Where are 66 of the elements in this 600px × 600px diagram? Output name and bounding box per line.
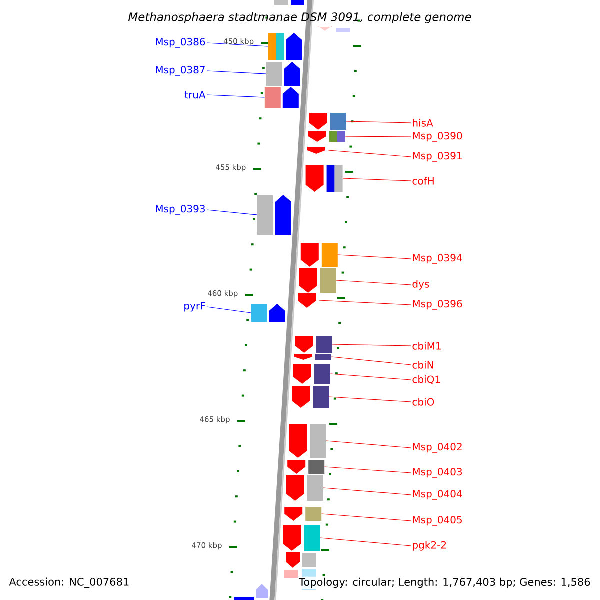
leader-line [330, 374, 412, 380]
leader-line [342, 178, 412, 182]
leader-line [323, 488, 412, 496]
gene-feature [266, 62, 300, 86]
gene-label: cbiO [412, 398, 434, 406]
gene-label: Msp_0403 [413, 468, 462, 478]
leader-line [322, 514, 412, 522]
leader-line [320, 538, 412, 546]
gene-feature [251, 304, 286, 322]
gene-label: Msp_0404 [413, 490, 462, 500]
leader-line [206, 94, 265, 98]
gene-label: pyrF [184, 302, 206, 312]
gene-label: Msp_0402 [413, 443, 462, 453]
leader-line [206, 210, 258, 216]
gene-feature [299, 268, 336, 293]
gene-label: cofH [412, 177, 434, 185]
genome-info-text: Topology: circular; Length: 1,767,403 bp; Genes: 1,586 [298, 576, 592, 590]
leader-line [332, 344, 412, 346]
leader-line [324, 466, 412, 474]
leader-line [206, 42, 268, 47]
gene-label: Msp_0405 [413, 516, 462, 526]
gene-feature [268, 33, 302, 60]
gene-label: Msp_0390 [413, 132, 462, 142]
gene-label: Msp_0391 [413, 152, 462, 162]
gene-feature [308, 147, 326, 154]
gene-feature [300, 243, 338, 267]
leader-line [331, 356, 412, 366]
leader-line [328, 396, 412, 402]
gene-label: cbiQ1 [412, 376, 440, 384]
gene-label: Msp_0387 [156, 66, 205, 76]
gene-label: cbiM1 [412, 342, 441, 350]
gene-label: hisA [413, 119, 434, 127]
gene-label: pgk2-2 [413, 541, 446, 551]
gene-feature [286, 475, 324, 501]
gene-feature [284, 507, 322, 521]
gene-feature [294, 354, 332, 360]
leader-line [338, 254, 412, 260]
gene-label: Msp_0396 [413, 300, 462, 310]
gene-label: Msp_0394 [413, 254, 462, 264]
gene-feature [292, 386, 329, 408]
gene-feature [309, 113, 346, 130]
leader-line [326, 440, 412, 448]
leader-line [319, 300, 412, 306]
gene-label: Msp_0386 [156, 38, 206, 48]
gene-feature [283, 525, 320, 551]
gene-label: dys [412, 280, 430, 290]
gene-feature [306, 165, 343, 192]
gene-feature [264, 87, 299, 108]
gene-feature [289, 424, 326, 458]
leader-line [206, 306, 252, 314]
gene-label: cbiN [412, 361, 434, 369]
gene-label: truA [184, 91, 206, 99]
gene-label: Msp_0393 [156, 205, 205, 215]
gene-feature [308, 131, 346, 142]
gene-feature [298, 293, 316, 308]
accession-text: Accession: NC_007681 [9, 578, 129, 588]
leader-line [336, 280, 412, 286]
title: Methanosphaera stadtmanae DSM 3091, complete genome [128, 12, 472, 24]
gene-feature [295, 336, 332, 353]
leader-line [346, 121, 412, 124]
leader-line [328, 150, 412, 158]
leader-line [206, 70, 266, 74]
gene-feature [293, 364, 330, 384]
gene-feature [288, 460, 325, 474]
gene-feature [258, 195, 292, 235]
leader-line [345, 136, 412, 138]
